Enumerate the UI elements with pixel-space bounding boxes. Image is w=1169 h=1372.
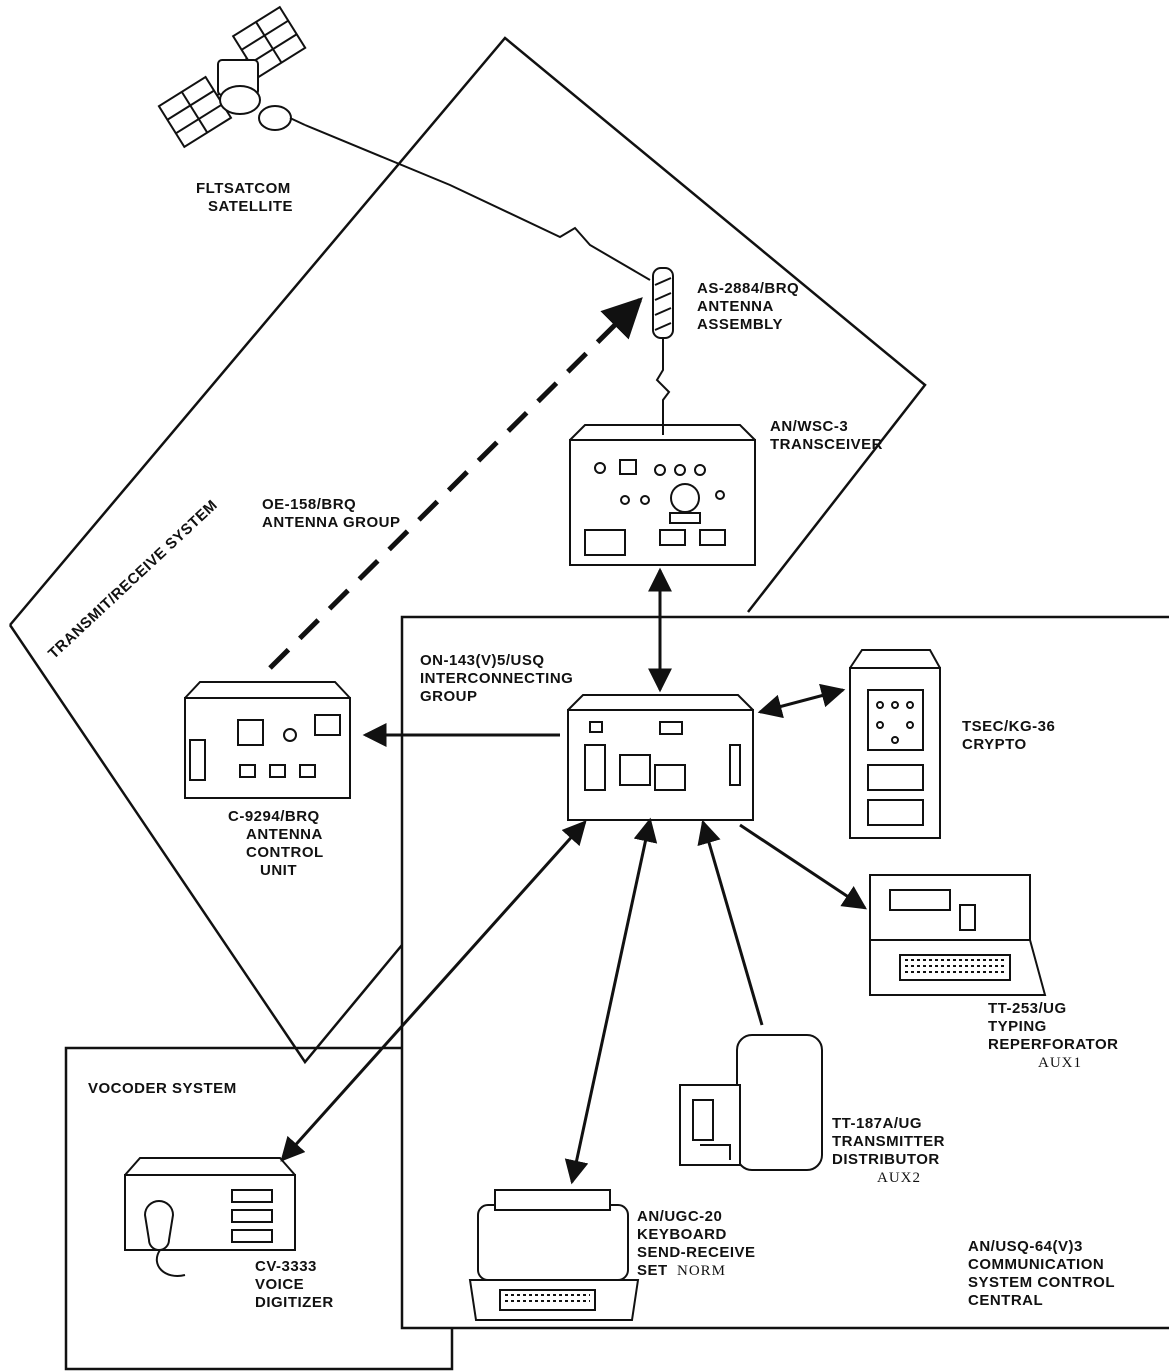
telephone-unit-icon: [124, 1157, 296, 1277]
satellite-label: FLTSATCOM SATELLITE: [196, 180, 294, 215]
control-unit-icon: [184, 681, 351, 799]
central-label: AN/USQ-64(V)3 COMMUNICATION SYSTEM CONTR…: [968, 1238, 1116, 1309]
antenna-group-label: OE-158/BRQ ANTENNA GROUP: [262, 496, 401, 531]
keyboard-label: AN/UGC-20 KEYBOARD SEND-RECEIVE SET NORM: [637, 1208, 756, 1279]
reperforator-label: TT-253/UG TYPING REPERFORATOR AUX1: [988, 1000, 1119, 1071]
satellite-icon: [157, 5, 307, 149]
keyboard-printer-icon: [468, 1189, 640, 1321]
signal-arrows: [280, 567, 867, 1185]
teletype-icon: [869, 874, 1047, 996]
antenna-icon: [652, 267, 674, 435]
interconnecting-group-label: ON-143(V)5/USQ INTERCONNECTING GROUP: [420, 652, 574, 705]
voice-digitizer-label: CV-3333 VOICE DIGITIZER: [255, 1258, 334, 1311]
vocoder-system-box: [64, 1046, 454, 1371]
transceiver-label: AN/WSC-3 TRANSCEIVER: [770, 418, 884, 453]
antenna-control-unit-label: C-9294/BRQ ANTENNA CONTROL UNIT: [228, 808, 324, 879]
transmitter-note: AUX2: [877, 1170, 921, 1186]
keyboard-note: NORM: [677, 1263, 727, 1279]
crypto-label: TSEC/KG-36 CRYPTO: [962, 718, 1056, 753]
crypto-unit-icon: [849, 649, 941, 839]
vocoder-system-label: VOCODER SYSTEM: [88, 1080, 237, 1097]
antenna-group-link: [268, 297, 643, 670]
radio-unit-icon: [569, 424, 756, 566]
tape-reader-icon: [679, 1034, 823, 1171]
satellite-link: [304, 124, 651, 281]
antenna-assembly-label: AS-2884/BRQ ANTENNA ASSEMBLY: [697, 280, 800, 333]
reperforator-note: AUX1: [1038, 1055, 1082, 1071]
equipment-box-icon: [567, 694, 754, 821]
transmit-receive-system-box: [8, 36, 927, 1065]
transmitter-distributor-label: TT-187A/UG TRANSMITTER DISTRIBUTOR AUX2: [832, 1115, 945, 1186]
